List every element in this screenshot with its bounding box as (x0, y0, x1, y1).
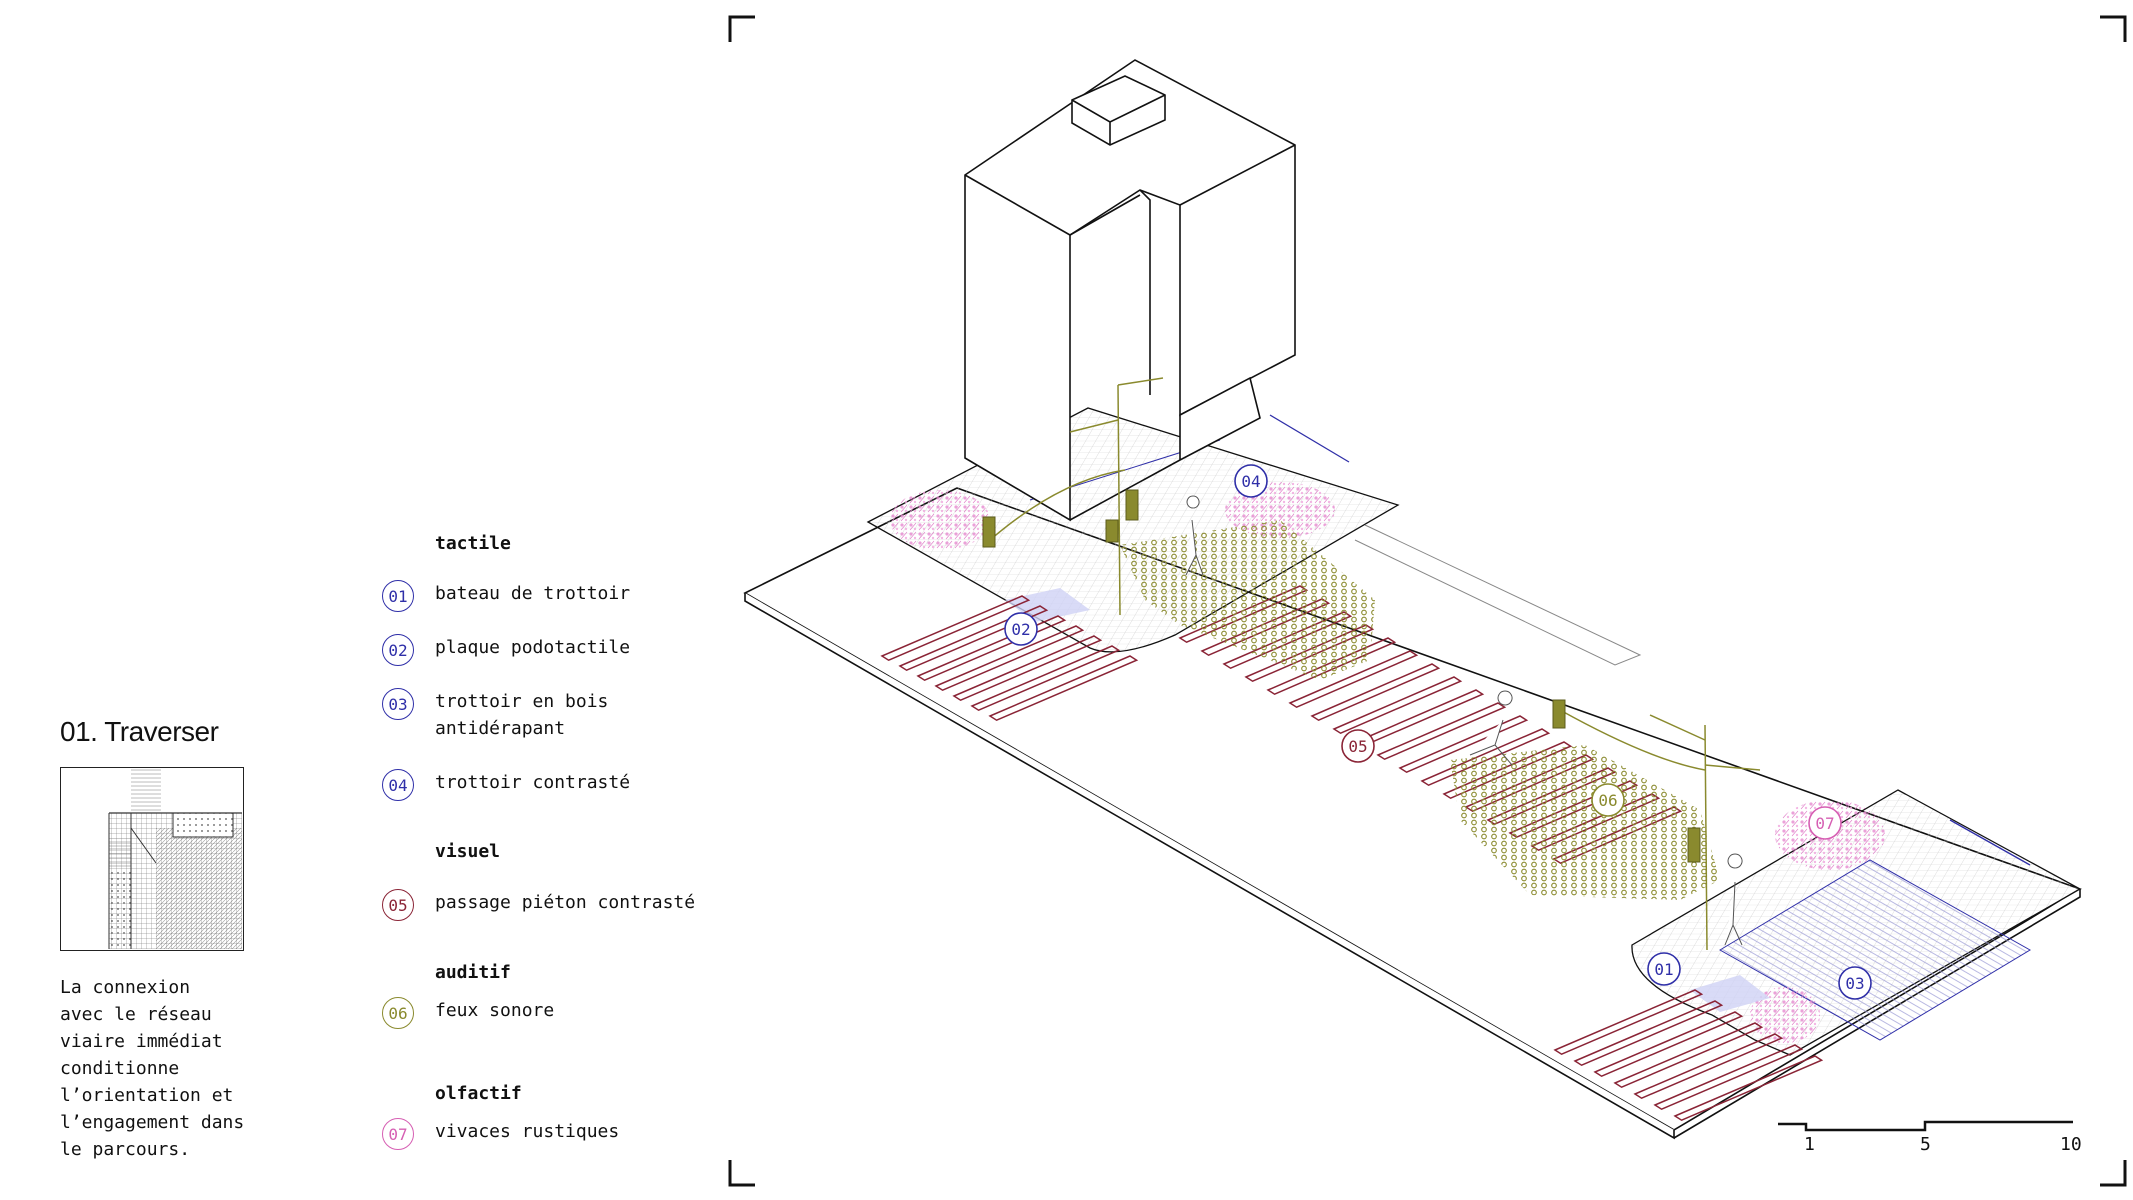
callout-badges: 04 02 05 06 07 01 03 (1004, 464, 1872, 1000)
legend-category-auditif: auditif (435, 962, 511, 983)
legend-item-07: 07 vivaces rustiques (382, 1118, 619, 1150)
legend-badge-05: 05 (382, 889, 414, 921)
crosswalk-bottom (1553, 989, 1824, 1122)
callout-number: 04 (1241, 472, 1260, 491)
frame-corners (728, 15, 2127, 1187)
crosswalk-stripe (898, 605, 1049, 672)
legend-badge-03: 03 (382, 688, 414, 720)
callout-05: 05 (1341, 729, 1375, 763)
legend-label-02: plaque podotactile (435, 637, 631, 658)
crosswalk-stripe (1573, 1000, 1724, 1067)
legend-label-03: trottoir en bois antidérapant (435, 691, 609, 739)
callout-number: 05 (1348, 737, 1367, 756)
callout-circle (1808, 806, 1842, 840)
scale-tick-5: 5 (1920, 1134, 1931, 1155)
crosswalk-stripe (1593, 1011, 1744, 1078)
callout-03: 03 (1838, 966, 1872, 1000)
legend-item-05: 05 passage piéton contrasté (382, 889, 695, 921)
legend-item-03: 03 trottoir en bois antidérapant (382, 688, 608, 742)
site-plan-drawing (108, 768, 242, 949)
callout-number: 06 (1598, 791, 1617, 810)
crosswalk-stripe (1398, 715, 1529, 774)
description-text: La connexion avec le réseau viaire imméd… (60, 977, 245, 1160)
crosswalk-stripe (1332, 676, 1463, 735)
crosswalk-stripe (1553, 989, 1704, 1056)
crosswalk-stripe (934, 625, 1085, 692)
crosswalk-stripe (1613, 1022, 1764, 1089)
legend-label-07: vivaces rustiques (435, 1121, 620, 1142)
callout-circle (1591, 783, 1625, 817)
crosswalk-stripe (1673, 1055, 1824, 1122)
crosswalk-stripe (1653, 1044, 1804, 1111)
scale-tick-10: 10 (2060, 1134, 2082, 1155)
callout-circle (1647, 952, 1681, 986)
legend-badge-02: 02 (382, 634, 414, 666)
legend-item-01: 01 bateau de trottoir (382, 580, 630, 612)
callout-circle (1838, 966, 1872, 1000)
pedestrians (1185, 495, 1743, 946)
callout-circle (1234, 464, 1268, 498)
crosswalk-stripe (1310, 663, 1441, 722)
legend-category-olfactif: olfactif (435, 1083, 522, 1104)
legend-badge-06: 06 (382, 997, 414, 1029)
legend-label-05: passage piéton contrasté (435, 892, 696, 913)
callout-number: 01 (1654, 960, 1673, 979)
callout-07: 07 (1808, 806, 1842, 840)
sound-fields (1120, 520, 1720, 900)
legend-category-tactile: tactile (435, 533, 511, 554)
crosswalk-stripe (1633, 1033, 1784, 1100)
legend-badge-07: 07 (382, 1118, 414, 1150)
legend-label-04: trottoir contrasté (435, 772, 631, 793)
callout-number: 02 (1011, 620, 1030, 639)
traffic-poles (989, 377, 1761, 951)
legend-label-06: feux sonore (435, 1000, 555, 1021)
callout-circle (1004, 612, 1038, 646)
crosswalk-left (880, 595, 1139, 722)
legend-badge-01: 01 (382, 580, 414, 612)
traffic-signals (982, 489, 1701, 863)
legend-label-01: bateau de trottoir (435, 583, 631, 604)
callout-circle (1341, 729, 1375, 763)
crosswalk-stripe (1376, 702, 1507, 761)
legend-item-02: 02 plaque podotactile (382, 634, 630, 666)
crosswalk-stripe (1420, 728, 1551, 787)
crosswalk-stripe (880, 595, 1031, 662)
legend-item-06: 06 feux sonore (382, 997, 554, 1029)
legend-category-visuel: visuel (435, 841, 501, 862)
callout-number: 07 (1815, 814, 1834, 833)
callout-number: 03 (1845, 974, 1864, 993)
road-markings (1354, 524, 1642, 666)
scale-tick-1: 1 (1804, 1134, 1815, 1155)
callout-01: 01 (1647, 952, 1681, 986)
scale-bar-labels: 1 5 10 (1804, 1134, 2082, 1155)
site-plan-thumbnail (60, 767, 244, 951)
legend-item-04: 04 trottoir contrasté (382, 769, 630, 801)
crosswalk-stripe (988, 655, 1139, 722)
callout-02: 02 (1004, 612, 1038, 646)
building (964, 59, 1296, 522)
legend-badge-04: 04 (382, 769, 414, 801)
callout-04: 04 (1234, 464, 1268, 498)
crosswalk-stripe (970, 645, 1121, 712)
crosswalk-stripe (952, 635, 1103, 702)
callout-06: 06 (1591, 783, 1625, 817)
page-title: 01. Traverser (60, 716, 219, 747)
crosswalk-stripe (1288, 650, 1419, 709)
scale-bar (1778, 1120, 2073, 1132)
